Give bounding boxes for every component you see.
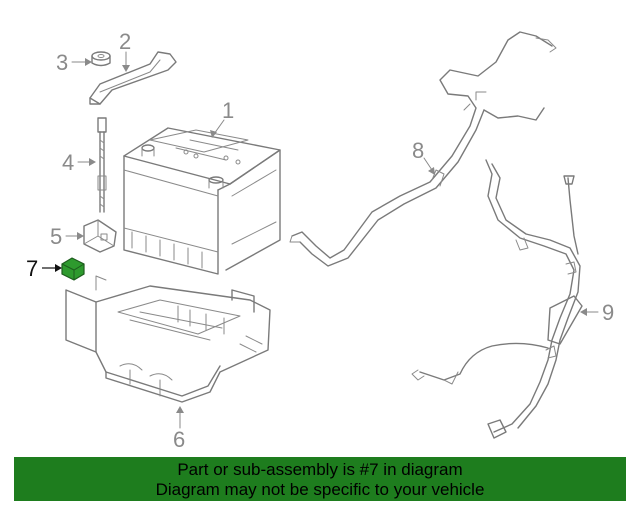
part-2-hold-down-bracket xyxy=(89,51,177,105)
exploded-parts-diagram: 1 2 3 4 5 6 7 8 9 xyxy=(26,29,614,452)
part-4-bolt xyxy=(97,117,107,213)
part-1-battery xyxy=(123,127,281,275)
callout-9: 9 xyxy=(602,300,614,325)
banner-line-disclaimer: Diagram may not be specific to your vehi… xyxy=(155,480,485,499)
callout-8: 8 xyxy=(412,138,424,163)
callout-2: 2 xyxy=(119,29,131,54)
callout-leaders xyxy=(42,51,599,429)
notice-banner: Part or sub-assembly is #7 in diagram Di… xyxy=(14,457,626,501)
part-9-harness xyxy=(411,159,583,439)
callout-7-highlighted: 7 xyxy=(26,256,38,281)
callout-6: 6 xyxy=(173,427,185,452)
callout-5: 5 xyxy=(50,224,62,249)
banner-line-part-number: Part or sub-assembly is #7 in diagram xyxy=(177,460,463,479)
part-6-battery-tray xyxy=(65,275,271,403)
part-8-cable xyxy=(289,31,557,267)
callout-3: 3 xyxy=(56,50,68,75)
callout-4: 4 xyxy=(62,150,74,175)
part-5-block xyxy=(83,219,117,253)
part-3-nut xyxy=(91,51,111,67)
callout-1: 1 xyxy=(222,98,234,123)
part-7-clip-highlighted xyxy=(61,257,85,281)
